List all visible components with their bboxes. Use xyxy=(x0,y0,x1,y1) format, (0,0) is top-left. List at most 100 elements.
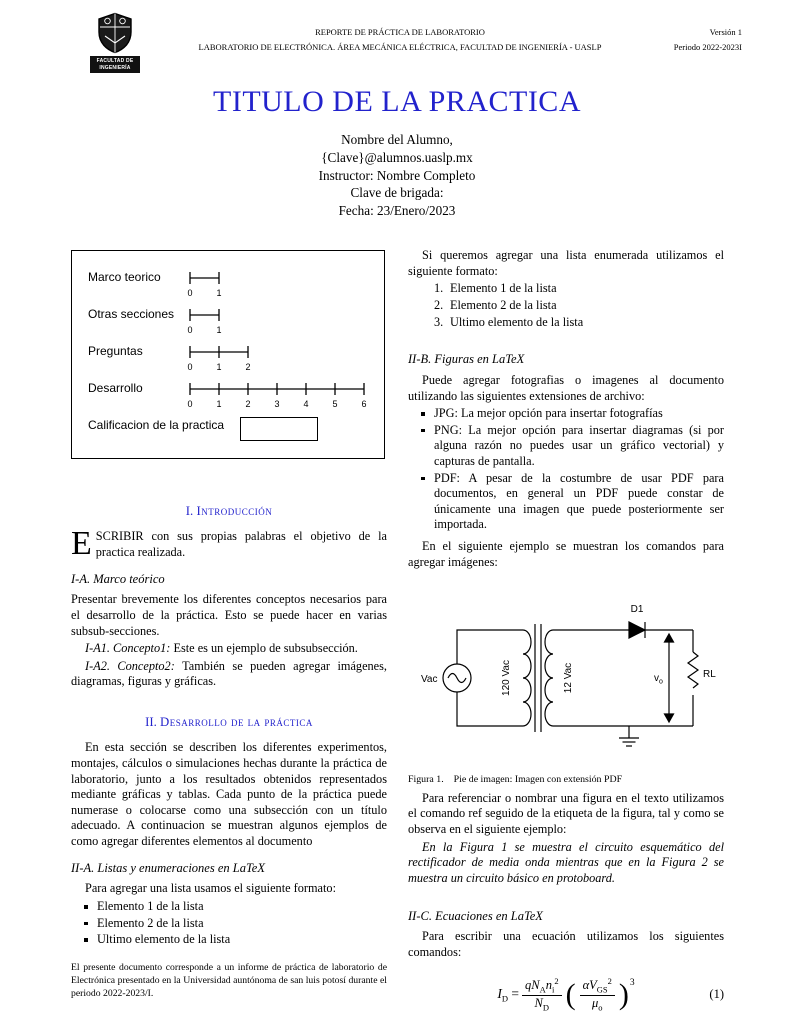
subsection-number: II-C. xyxy=(408,908,432,923)
vac-label: Vac xyxy=(421,674,438,685)
marco-teorico-text: Presentar brevemente los diferentes conc… xyxy=(71,592,387,638)
equation-1: ID = qNAni2 ND ( αVGS2 μo ) 3 (1) xyxy=(408,976,724,1013)
rubric-scale: 0 1 2 xyxy=(187,346,251,372)
rubric-tick-number: 5 xyxy=(332,399,337,409)
output-voltage-label: vo xyxy=(654,673,663,686)
reference-example: En la Figura 1 se muestra el circuito es… xyxy=(408,839,724,885)
list-item: Elemento 1 de la lista xyxy=(84,899,387,915)
footnote: El presente documento corresponde a un i… xyxy=(71,961,387,999)
subsection-number: II-B. xyxy=(408,352,432,367)
numbered-list: 1.Elemento 1 de la lista 2.Elemento 2 de… xyxy=(408,281,724,330)
list-item: PDF: A pesar de la costumbre de usar PDF… xyxy=(421,470,724,532)
rubric-tick-number: 0 xyxy=(187,362,192,372)
equation-exponent: 3 xyxy=(629,977,635,988)
figure-1: Vac 120 Vac 12 Vac D1 vo RL Figura 1. Pi… xyxy=(408,582,724,787)
subsection-number: I-A. xyxy=(71,571,91,586)
list-item: 3.Ultimo elemento de la lista xyxy=(434,315,724,331)
rubric-tick-number: 1 xyxy=(216,399,221,409)
subsection-figuras: II-B. Figuras en LaTeX xyxy=(408,352,724,368)
section-title: Desarrollo de la práctica xyxy=(160,715,313,730)
concepto2-text: También se pueden agregar imágenes, diag… xyxy=(71,658,388,689)
list-intro-text: Para agregar una lista usamos el siguien… xyxy=(85,881,336,896)
logo-caption: FACULTAD DE INGENIERÍA xyxy=(90,56,140,73)
rubric-tick-number: 1 xyxy=(216,325,221,335)
author-date: Fecha: 23/Enero/2023 xyxy=(338,203,456,219)
rubric-tick-number: 6 xyxy=(361,399,366,409)
author-instructor: Instructor: Nombre Completo xyxy=(318,167,476,183)
enum-intro-text: Si queremos agregar una lista enumerada … xyxy=(408,248,724,278)
subsection-title: Ecuaciones en LaTeX xyxy=(435,908,543,923)
rubric-tick-number: 1 xyxy=(216,288,221,298)
version-label: Versión 1 xyxy=(709,27,742,37)
score-box xyxy=(240,417,319,442)
concepto2-label: I-A2. Concepto2: xyxy=(85,658,175,673)
subsection-ecuaciones: II-C. Ecuaciones en LaTeX xyxy=(408,909,724,925)
concepto1-paragraph: I-A1. Concepto1: Este es un ejemplo de s… xyxy=(71,641,387,657)
subsection-title: Marco teórico xyxy=(93,571,165,586)
section-number: II. xyxy=(145,715,157,730)
open-paren: ( xyxy=(565,978,576,1012)
equation-number: (1) xyxy=(709,986,724,1001)
author-block: Nombre del Alumno, {Clave}@alumnos.uaslp… xyxy=(0,131,794,220)
concepto2-paragraph: I-A2. Concepto2: También se pueden agreg… xyxy=(71,659,387,690)
concepto1-text: Este es un ejemplo de subsubsección. xyxy=(173,641,358,656)
rubric-label: Preguntas xyxy=(88,344,143,359)
page-header: FACULTAD DE INGENIERÍA REPORTE DE PRÁCTI… xyxy=(0,0,794,73)
subsection-title: Figuras en LaTeX xyxy=(434,352,525,367)
equation-fraction-1: qNAni2 ND xyxy=(521,976,562,1013)
header-right: Versión 1 Periodo 2022-2023I xyxy=(654,12,742,55)
item-text: Elemento 1 de la lista xyxy=(450,281,557,296)
bullet-list: JPG: La mejor opción para insertar fotog… xyxy=(408,406,724,533)
crest-icon xyxy=(98,12,132,54)
rubric-tick-number: 2 xyxy=(245,362,250,372)
rubric-tick-number: 1 xyxy=(216,362,221,372)
rubric-label: Marco teorico xyxy=(88,270,161,285)
close-paren: ) xyxy=(618,978,629,1012)
rubric-tick-number: 0 xyxy=(187,325,192,335)
right-column: Si queremos agregar una lista enumerada … xyxy=(408,248,724,1013)
concepto1-label: I-A1. Concepto1: xyxy=(85,641,171,656)
bullet-list: Elemento 1 de la lista Elemento 2 de la … xyxy=(71,899,387,948)
logo-caption-line1: FACULTAD DE xyxy=(96,58,134,64)
list-item: JPG: La mejor opción para insertar fotog… xyxy=(421,406,724,422)
item-number: 2. xyxy=(434,297,444,312)
header-report-line: REPORTE DE PRÁCTICA DE LABORATORIO xyxy=(315,27,485,37)
rubric-tick-number: 2 xyxy=(245,399,250,409)
item-text: Ultimo elemento de la lista xyxy=(450,314,584,329)
rectifier-circuit-diagram: Vac 120 Vac 12 Vac D1 vo RL xyxy=(421,604,716,747)
subsection-marco-teorico: I-A. Marco teórico xyxy=(71,572,387,588)
fig-example-text: En el siguiente ejemplo se muestran los … xyxy=(408,539,724,569)
subsection-number: II-A. xyxy=(71,860,95,875)
author-brigade: Clave de brigada: xyxy=(350,185,444,201)
subsection-listas: II-A. Listas y enumeraciones en LaTeX xyxy=(71,861,387,877)
desarrollo-paragraph: En esta sección se describen los diferen… xyxy=(71,740,387,848)
fig-intro-text: Puede agregar fotografias o imagenes al … xyxy=(408,372,724,403)
period-label: Periodo 2022-2023I xyxy=(673,41,742,52)
load-label: RL xyxy=(703,669,716,680)
list-item: Ultimo elemento de la lista xyxy=(84,932,387,948)
subsection-title: Listas y enumeraciones en LaTeX xyxy=(97,860,265,875)
rubric-tick-number: 3 xyxy=(274,399,279,409)
rubric-label: Desarrollo xyxy=(88,381,143,396)
rubric-row: Preguntas 0 1 2 xyxy=(88,343,372,373)
logo-caption-line2: INGENIERÍA xyxy=(99,64,131,71)
list-item: PNG: La mejor opción para insertar diagr… xyxy=(421,422,724,469)
header-lab-line: LABORATORIO DE ELECTRÓNICA. ÁREA MECÁNIC… xyxy=(198,41,602,52)
author-email: {Clave}@alumnos.uaslp.mx xyxy=(321,149,473,165)
equation-fraction-2: αVGS2 μo xyxy=(579,976,615,1013)
list-item: 2. Elemento 2 de la lista xyxy=(434,298,724,314)
item-text: Elemento 2 de la lista xyxy=(450,297,557,312)
diode-label: D1 xyxy=(631,604,644,615)
primary-voltage-label: 120 Vac xyxy=(501,660,512,696)
rubric-label: Otras secciones xyxy=(88,307,175,322)
